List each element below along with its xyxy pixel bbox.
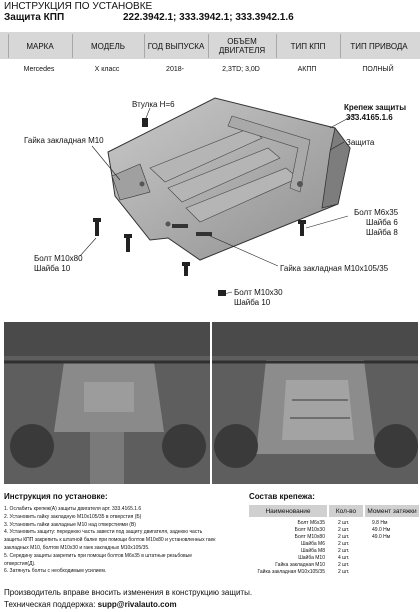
spec-head-drive: ТИП ПРИВОДА <box>340 34 417 58</box>
parts-row-name: Гайка закладная М10x105/35 <box>257 569 325 575</box>
parts-row-name: Шайба М6 <box>300 541 325 547</box>
label-bolt-m6: Болт М6x35 <box>354 208 399 217</box>
spec-brand: Mercedes <box>23 66 55 73</box>
support-line: Техническая поддержка: supp@rivalauto.co… <box>4 600 177 609</box>
spec-table: МАРКА МОДЕЛЬ ГОД ВЫПУСКА ОБЪЕМ ДВИГАТЕЛЯ… <box>0 32 420 84</box>
instruction-step: 3. Установить гайки закладные М10 над от… <box>4 521 136 528</box>
part-codes: 222.3942.1; 333.3942.1; 333.3942.1.6 <box>123 12 294 23</box>
label-nut-m10x105: Гайка закладная М10x105/35 <box>280 264 389 273</box>
instruction-step: 2. Установить гайку закладную М10x105/35… <box>4 513 142 520</box>
label-washer10a: Шайба 10 <box>34 264 71 273</box>
spec-head-year: ГОД ВЫПУСКА <box>144 34 207 58</box>
parts-row-qty: 2 шт. <box>338 541 350 547</box>
label-nut-m10: Гайка закладная М10 <box>24 136 104 145</box>
label-bolt-m10x80: Болт М10x80 <box>34 254 83 263</box>
spec-year: 2018- <box>166 66 184 73</box>
parts-row-qty: 2 шт. <box>338 548 350 554</box>
parts-title: Состав крепежа: <box>249 492 315 501</box>
instruction-step: 6. Затянуть болты с необходимым усилием. <box>4 568 107 575</box>
support-email[interactable]: supp@rivalauto.com <box>97 600 177 609</box>
bushing-part <box>142 118 148 127</box>
parts-row-name: Болт М6x35 <box>297 520 325 526</box>
instruction-step: 4. Установить защиту: переднюю часть зав… <box>4 529 203 536</box>
parts-row-qty: 2 шт. <box>338 520 350 526</box>
bolt-m10x30-icon <box>182 262 226 296</box>
parts-head-name: Наименование <box>249 505 327 517</box>
parts-row-name: Шайба М8 <box>300 548 325 554</box>
spec-drive: ПОЛНЫЙ <box>362 66 394 73</box>
label-guard: Защита <box>346 138 375 147</box>
parts-row-name: Гайка закладная М10 <box>275 562 325 568</box>
spec-head-model: МОДЕЛЬ <box>72 34 143 58</box>
photo-after-install <box>212 322 418 484</box>
document-subtitle: Защита КПП <box>4 12 65 23</box>
label-washer8: Шайба 8 <box>366 228 398 237</box>
support-label: Техническая поддержка: <box>4 600 96 609</box>
guard-diagram <box>79 97 357 296</box>
label-fastener-title: Крепеж защиты <box>344 103 407 112</box>
spec-engine: 2,3TD; 3,0D <box>222 66 260 73</box>
label-bushing: Втулка H=6 <box>132 100 175 109</box>
parts-row-qty: 4 шт. <box>338 555 350 561</box>
manufacturer-notice: Производитель вправе вносить изменения в… <box>4 588 253 597</box>
parts-head-torque: Момент затяжки <box>365 505 419 517</box>
label-washer10b: Шайба 10 <box>234 298 271 307</box>
parts-row-name: Шайба М10 <box>298 555 325 561</box>
parts-head-qty: Кол-во <box>329 505 363 517</box>
instruction-step: закладных М10, болтов М10x30 и гаек закл… <box>4 544 150 551</box>
instructions-title: Инструкция по установке: <box>4 492 108 501</box>
instruction-step: отверстия(Д). <box>4 560 36 567</box>
instruction-step: защиты КПП закрепить к штатной балке при… <box>4 537 216 544</box>
bolt-m10x80-icon <box>93 218 132 252</box>
assembly-drawing: Втулка H=6 Гайка закладная М10 Крепеж за… <box>0 88 420 320</box>
bolt-m6x35-icon <box>298 220 306 236</box>
parts-row-qty: 2 шт. <box>338 527 350 533</box>
spec-head-brand: МАРКА <box>8 34 71 58</box>
spec-head-gearbox: ТИП КПП <box>276 34 339 58</box>
spec-head-engine: ОБЪЕМ ДВИГАТЕЛЯ <box>208 34 275 58</box>
instruction-step: 1. Ослабить крепеж(А) защиты двигателя а… <box>4 506 142 512</box>
parts-row-torque: 9.8 Нм <box>372 520 388 526</box>
instructions-list: 1. Ослабить крепеж(А) защиты двигателя а… <box>4 506 244 576</box>
embedded-nut-icon <box>172 224 212 236</box>
parts-row-torque: 49.0 Нм <box>372 527 391 533</box>
photo-before-install <box>4 322 210 484</box>
spec-header-band <box>0 32 420 59</box>
spec-gearbox: АКПП <box>297 66 317 73</box>
document-title: ИНСТРУКЦИЯ ПО УСТАНОВКЕ <box>4 1 153 12</box>
instruction-step: 5. Середину защиты закрепить при помощи … <box>4 552 193 559</box>
parts-row-qty: 2 шт. <box>338 534 350 540</box>
parts-row-torque: 49.0 Нм <box>372 534 391 540</box>
parts-row-qty: 2 шт. <box>338 569 350 575</box>
parts-row-qty: 2 шт. <box>338 562 350 568</box>
parts-row-name: Болт М10x30 <box>294 527 325 533</box>
label-washer6: Шайба 6 <box>366 218 398 227</box>
spec-model: X класс <box>94 66 120 73</box>
label-fastener-code: 333.4165.1.6 <box>346 113 393 122</box>
parts-row-name: Болт М10x80 <box>294 534 325 540</box>
label-bolt-m10x30: Болт М10x30 <box>234 288 283 297</box>
